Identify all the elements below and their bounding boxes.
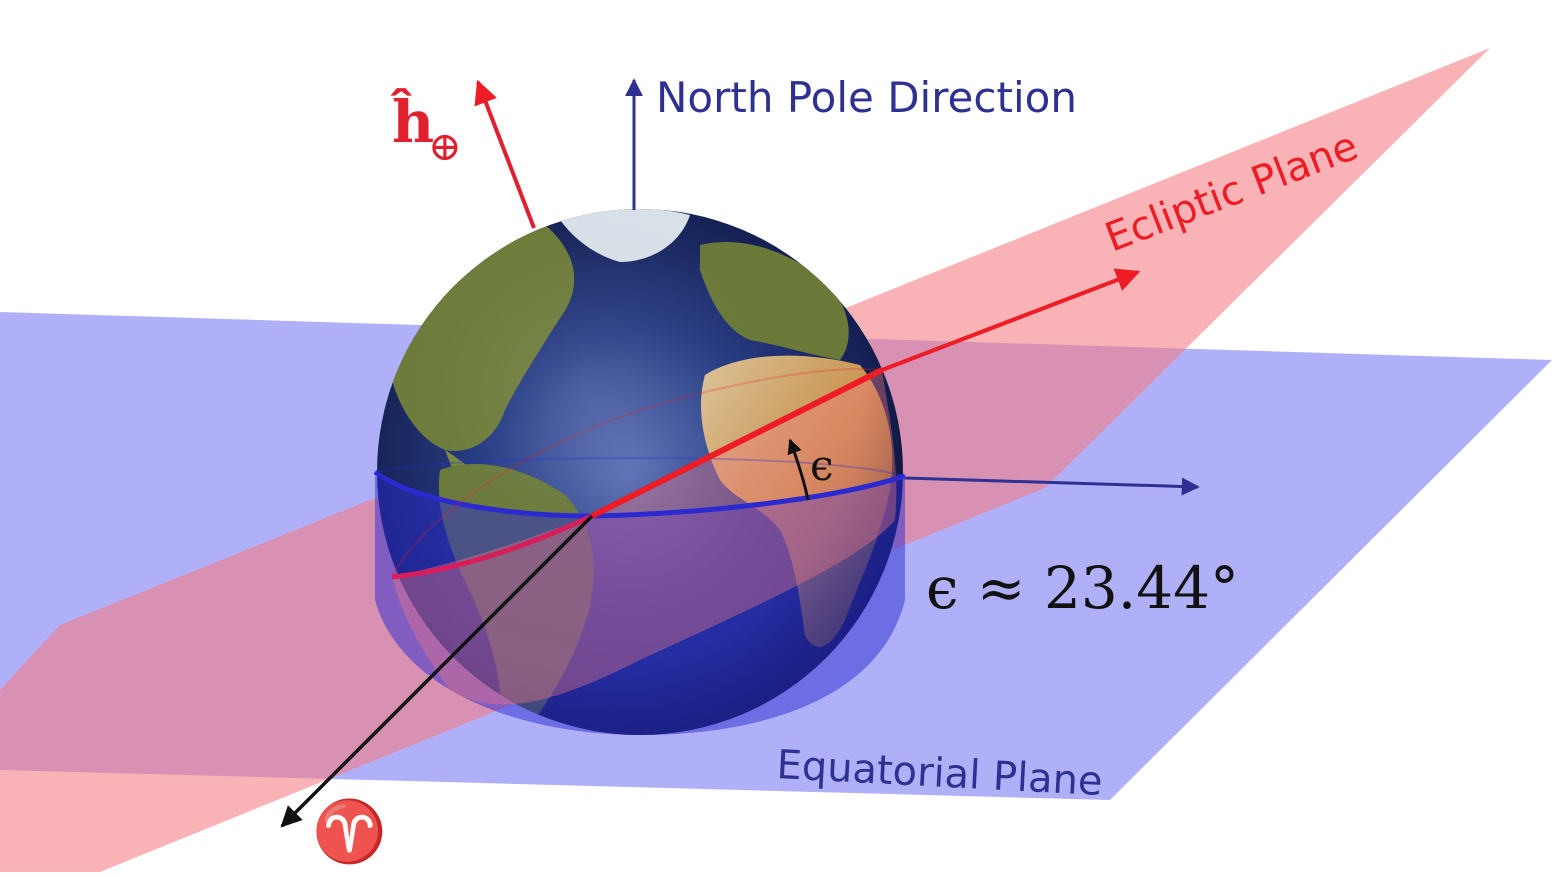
equatorial-plane-front (375, 476, 905, 735)
ecliptic-direction-arrow (881, 268, 1141, 372)
h-vector-arrow (474, 79, 536, 229)
equator-ring-back (374, 456, 906, 477)
ecliptic-plane-front (392, 370, 897, 705)
north-pole-label: North Pole Direction (656, 73, 1077, 122)
h-vector-subscript: ⊕ (428, 124, 462, 170)
equatorial-direction-arrow (904, 476, 1200, 496)
aries-symbol-icon: ♈ (312, 797, 387, 867)
obliquity-symbol: ϵ (810, 441, 834, 490)
vernal-equinox-arrow (280, 514, 594, 828)
obliquity-value: ϵ ≈ 23.44° (926, 554, 1239, 622)
h-vector-label: ĥ (390, 88, 434, 156)
obliquity-arc (787, 438, 810, 501)
ecliptic-line-on-globe (590, 367, 884, 519)
ecliptic-ring-back (391, 368, 883, 578)
ecliptic-ring-front (391, 513, 594, 580)
